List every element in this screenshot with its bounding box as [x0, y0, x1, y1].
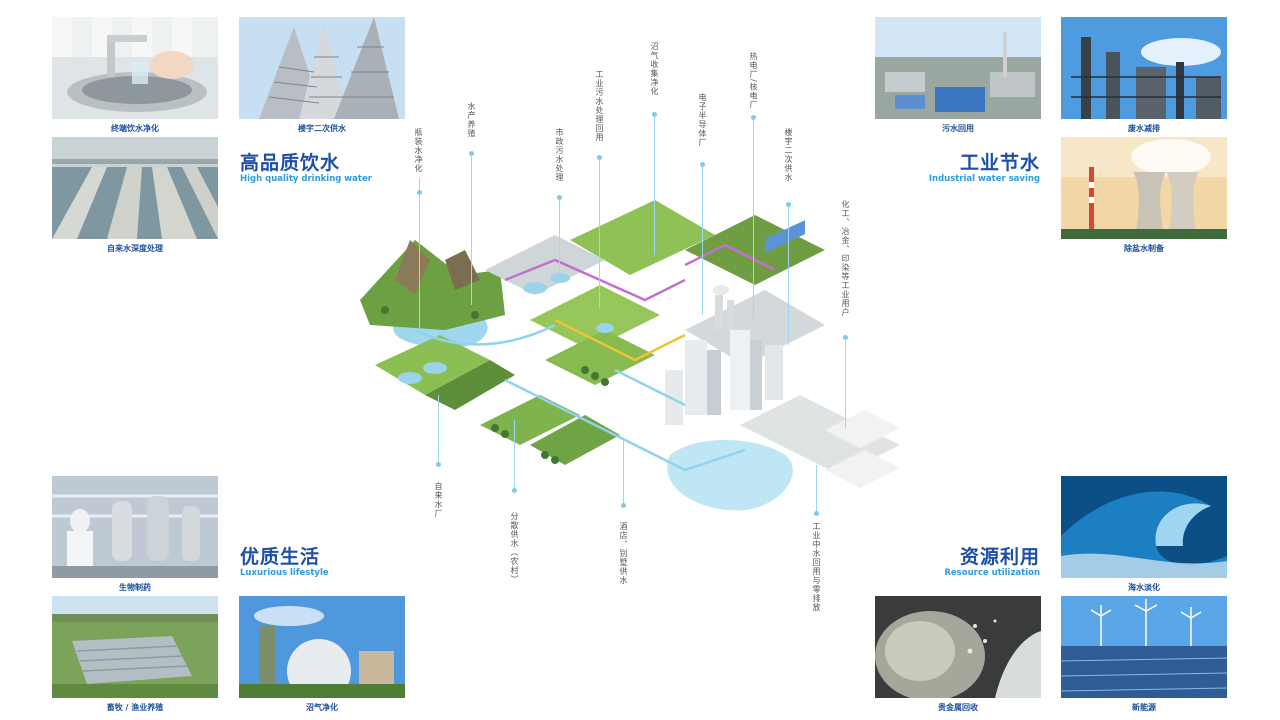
tile-biogas-purification: [239, 596, 405, 698]
city-water-map-illustration: [360, 200, 900, 511]
leader-line: [816, 465, 817, 515]
tile-terminal-water: [52, 17, 218, 119]
tile-desalted-water: [1061, 137, 1227, 239]
leader-dot: [417, 190, 422, 195]
section-title-drinking: 高品质饮水: [240, 152, 341, 174]
tile-precious-metal-recovery: [875, 596, 1041, 698]
leader-dot: [786, 202, 791, 207]
tile-caption: 贵金属回收: [938, 703, 978, 712]
tile-caption: 楼宇二次供水: [298, 124, 346, 133]
label-industrial-sewage: 工业污水处理回用: [595, 70, 604, 142]
tile-caption: 生物制药: [119, 583, 151, 592]
label-aquaculture: 水产养殖: [467, 102, 476, 138]
label-water-plant: 自来水厂: [434, 482, 443, 518]
label-zero-discharge: 工业中水回用与零排放: [812, 522, 821, 612]
leader-line: [559, 198, 560, 278]
leader-dot: [700, 162, 705, 167]
leader-line: [788, 205, 789, 345]
leader-line: [514, 420, 515, 490]
tile-livestock-fishery: [52, 596, 218, 698]
leader-dot: [652, 112, 657, 117]
tile-wastewater-reduction: [1061, 17, 1227, 119]
label-rural-supply: 分散供水（农村）: [510, 512, 519, 584]
tile-caption: 新能源: [1132, 703, 1156, 712]
leader-dot: [843, 335, 848, 340]
tile-caption: 污水回用: [942, 124, 974, 133]
leader-dot: [557, 195, 562, 200]
label-biogas-collection: 沼气收集净化: [650, 42, 659, 96]
label-power-plant: 热电厂/核电厂: [749, 52, 758, 110]
leader-line: [702, 165, 703, 315]
section-title-industrial: 工业节水: [959, 152, 1040, 174]
tile-seawater-desalination: [1061, 476, 1227, 578]
leader-dot: [621, 503, 626, 508]
leader-dot: [814, 511, 819, 516]
section-title-lifestyle: 优质生活: [240, 546, 321, 568]
leader-dot: [469, 151, 474, 156]
tile-caption: 畜牧 / 渔业养殖: [106, 703, 164, 712]
section-subtitle-lifestyle: Luxurious lifestyle: [240, 568, 329, 578]
leader-dot: [751, 115, 756, 120]
label-industrial-users: 化工、冶金、印染等工业用户: [841, 200, 850, 317]
leader-line: [438, 395, 439, 465]
tile-biopharma: [52, 476, 218, 578]
label-building-supply: 楼宇二次供水: [784, 128, 793, 182]
tile-new-energy: [1061, 596, 1227, 698]
tile-sewage-reuse: [875, 17, 1041, 119]
label-hotel-supply: 酒店、别墅供水: [619, 522, 628, 585]
leader-line: [471, 155, 472, 305]
leader-line: [623, 440, 624, 505]
leader-line: [599, 158, 600, 308]
leader-line: [654, 115, 655, 255]
tile-caption: 自来水深度处理: [107, 244, 163, 253]
label-municipal-sewage: 市政污水处理: [555, 128, 564, 182]
leader-dot: [512, 488, 517, 493]
section-subtitle-industrial: Industrial water saving: [928, 174, 1040, 184]
label-bottled-water: 瓶装水净化: [414, 128, 423, 173]
tile-tap-water-treatment: [52, 137, 218, 239]
section-subtitle-resource: Resource utilization: [944, 568, 1040, 578]
tile-caption: 海水淡化: [1128, 583, 1160, 592]
section-title-resource: 资源利用: [959, 546, 1040, 568]
tile-caption: 废水减排: [1128, 124, 1160, 133]
leader-line: [419, 178, 420, 328]
leader-dot: [436, 462, 441, 467]
section-subtitle-drinking: High quality drinking water: [240, 174, 372, 184]
tile-caption: 除盐水制备: [1124, 244, 1164, 253]
leader-dot: [597, 155, 602, 160]
tile-caption: 沼气净化: [306, 703, 338, 712]
tile-building-supply: [239, 17, 405, 119]
leader-line: [845, 338, 846, 428]
leader-line: [753, 118, 754, 318]
tile-caption: 终端饮水净化: [111, 124, 159, 133]
label-semiconductor: 电子半导体厂: [698, 93, 707, 147]
